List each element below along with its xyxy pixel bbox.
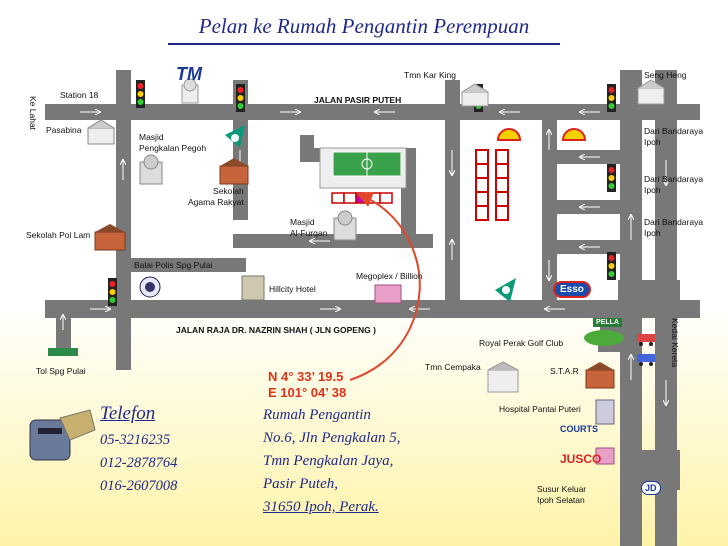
label-pasabina: Pasabina bbox=[46, 125, 82, 135]
longitude: E 101° 04’ 38 bbox=[268, 385, 347, 400]
label-dari-ipoh-2: Dari Bandaraya Ipoh bbox=[644, 174, 704, 195]
label-station18: Station 18 bbox=[60, 90, 99, 100]
address-line: 31650 Ipoh, Perak. bbox=[263, 499, 379, 515]
esso-logo: Esso bbox=[553, 281, 591, 298]
phone-number: 05-3216235 bbox=[100, 432, 171, 448]
label-susur-keluar: Susur Keluar Ipoh Selatan bbox=[537, 484, 587, 505]
road-label-raja-nazrin: JALAN RAJA DR. NAZRIN SHAH ( JLN GOPENG … bbox=[176, 325, 376, 335]
building-icon bbox=[461, 83, 489, 107]
address-line: Tmn Pengkalan Jaya, bbox=[263, 453, 394, 469]
golf-course-icon bbox=[584, 330, 624, 346]
jusco-logo: JUSCO bbox=[560, 452, 602, 466]
address-line: Pasir Puteh, bbox=[263, 476, 338, 492]
hotel-icon bbox=[241, 275, 265, 301]
label-tmn-kar-king: Tmn Kar King bbox=[404, 70, 456, 80]
petronas-icon bbox=[495, 278, 516, 302]
label-royal-perak: Royal Perak Golf Club bbox=[479, 338, 564, 348]
phone-number: 016-2607008 bbox=[100, 478, 178, 494]
building-icon bbox=[487, 361, 519, 393]
mosque-icon bbox=[333, 210, 357, 241]
map-title: Pelan ke Rumah Pengantin Perempuan bbox=[198, 14, 530, 38]
road-label-pasir-puteh: JALAN PASIR PUTEH bbox=[314, 95, 402, 105]
building-icon bbox=[595, 447, 615, 465]
shop-lots bbox=[475, 149, 509, 221]
building-icon bbox=[219, 158, 249, 185]
telephone-icon bbox=[29, 409, 96, 461]
building-icon bbox=[585, 362, 615, 389]
label-masjid-pegoh: Masjid Pengkalan Pegoh bbox=[139, 132, 207, 153]
label-kedai-kereta: Kedai Kereta bbox=[670, 318, 680, 368]
petronas-icon bbox=[225, 125, 245, 148]
traffic-light-icon bbox=[607, 84, 616, 112]
tm-tower-icon bbox=[181, 78, 199, 104]
title-underline bbox=[168, 43, 560, 45]
building-icon bbox=[374, 284, 402, 304]
address-line: No.6, Jln Pengkalan 5, bbox=[263, 430, 401, 446]
toll-icon bbox=[48, 348, 78, 356]
gps-coordinates: N 4° 33’ 19.5 E 101° 04’ 38 bbox=[268, 369, 346, 401]
traffic-light-icon bbox=[607, 164, 616, 192]
traffic-light-icon bbox=[108, 278, 117, 306]
route-path bbox=[349, 192, 421, 381]
building-icon bbox=[87, 119, 115, 145]
pella-logo: PELLA bbox=[593, 318, 622, 327]
police-icon bbox=[139, 276, 161, 298]
traffic-light-icon bbox=[236, 84, 245, 112]
label-tol-spg-pulai: Tol Spg Pulai bbox=[36, 366, 86, 376]
hospital-icon bbox=[595, 399, 615, 425]
label-hospital: Hospital Pantai Puteri bbox=[499, 404, 581, 414]
mosque-icon bbox=[139, 154, 163, 185]
tm-logo: TM bbox=[176, 64, 202, 84]
building-icon bbox=[94, 224, 126, 251]
label-sekolah-agama: Sekolah Agama Rakyat bbox=[188, 186, 244, 207]
address-block: Rumah Pengantin No.6, Jln Pengkalan 5, T… bbox=[263, 404, 400, 519]
label-sekolah-poi-lam: Sekolah Poi Lam bbox=[26, 230, 91, 240]
label-tmn-cempaka: Tmn Cempaka bbox=[425, 362, 481, 372]
traffic-light-icon bbox=[607, 252, 616, 280]
car-icon bbox=[637, 334, 655, 346]
phone-number: 012-2878764 bbox=[100, 455, 178, 471]
label-dari-ipoh-1: Dari Bandaraya Ipoh bbox=[644, 126, 704, 147]
label-ke-lahat: Ke Lahat bbox=[28, 96, 38, 131]
car-icon bbox=[637, 354, 655, 366]
football-field-icon bbox=[319, 147, 407, 189]
road-network bbox=[45, 70, 700, 546]
shell-icon bbox=[496, 128, 522, 141]
courts-logo: COURTS bbox=[560, 424, 598, 434]
label-star: S.T.A.R bbox=[550, 366, 579, 376]
label-megoplex: Megoplex / Billion bbox=[356, 271, 423, 281]
traffic-light-icon bbox=[136, 80, 145, 108]
label-dari-ipoh-3: Dari Bandaraya Ipoh bbox=[644, 217, 704, 238]
latitude: N 4° 33’ 19.5 bbox=[268, 369, 344, 384]
telefon-heading: Telefon bbox=[100, 403, 156, 424]
house-row bbox=[331, 192, 393, 204]
label-masjid-furqan: Masjid Al-Furqan bbox=[290, 217, 328, 238]
label-seng-heng: Seng Heng bbox=[644, 70, 687, 80]
label-hillcity: Hillcity Hotel bbox=[269, 284, 316, 294]
shell-icon bbox=[561, 128, 587, 141]
jd-logo: JD bbox=[641, 481, 661, 495]
building-icon bbox=[637, 79, 665, 105]
label-balai-polis: Balai Polis Spg Pulai bbox=[134, 260, 213, 270]
address-line: Rumah Pengantin bbox=[263, 407, 371, 423]
